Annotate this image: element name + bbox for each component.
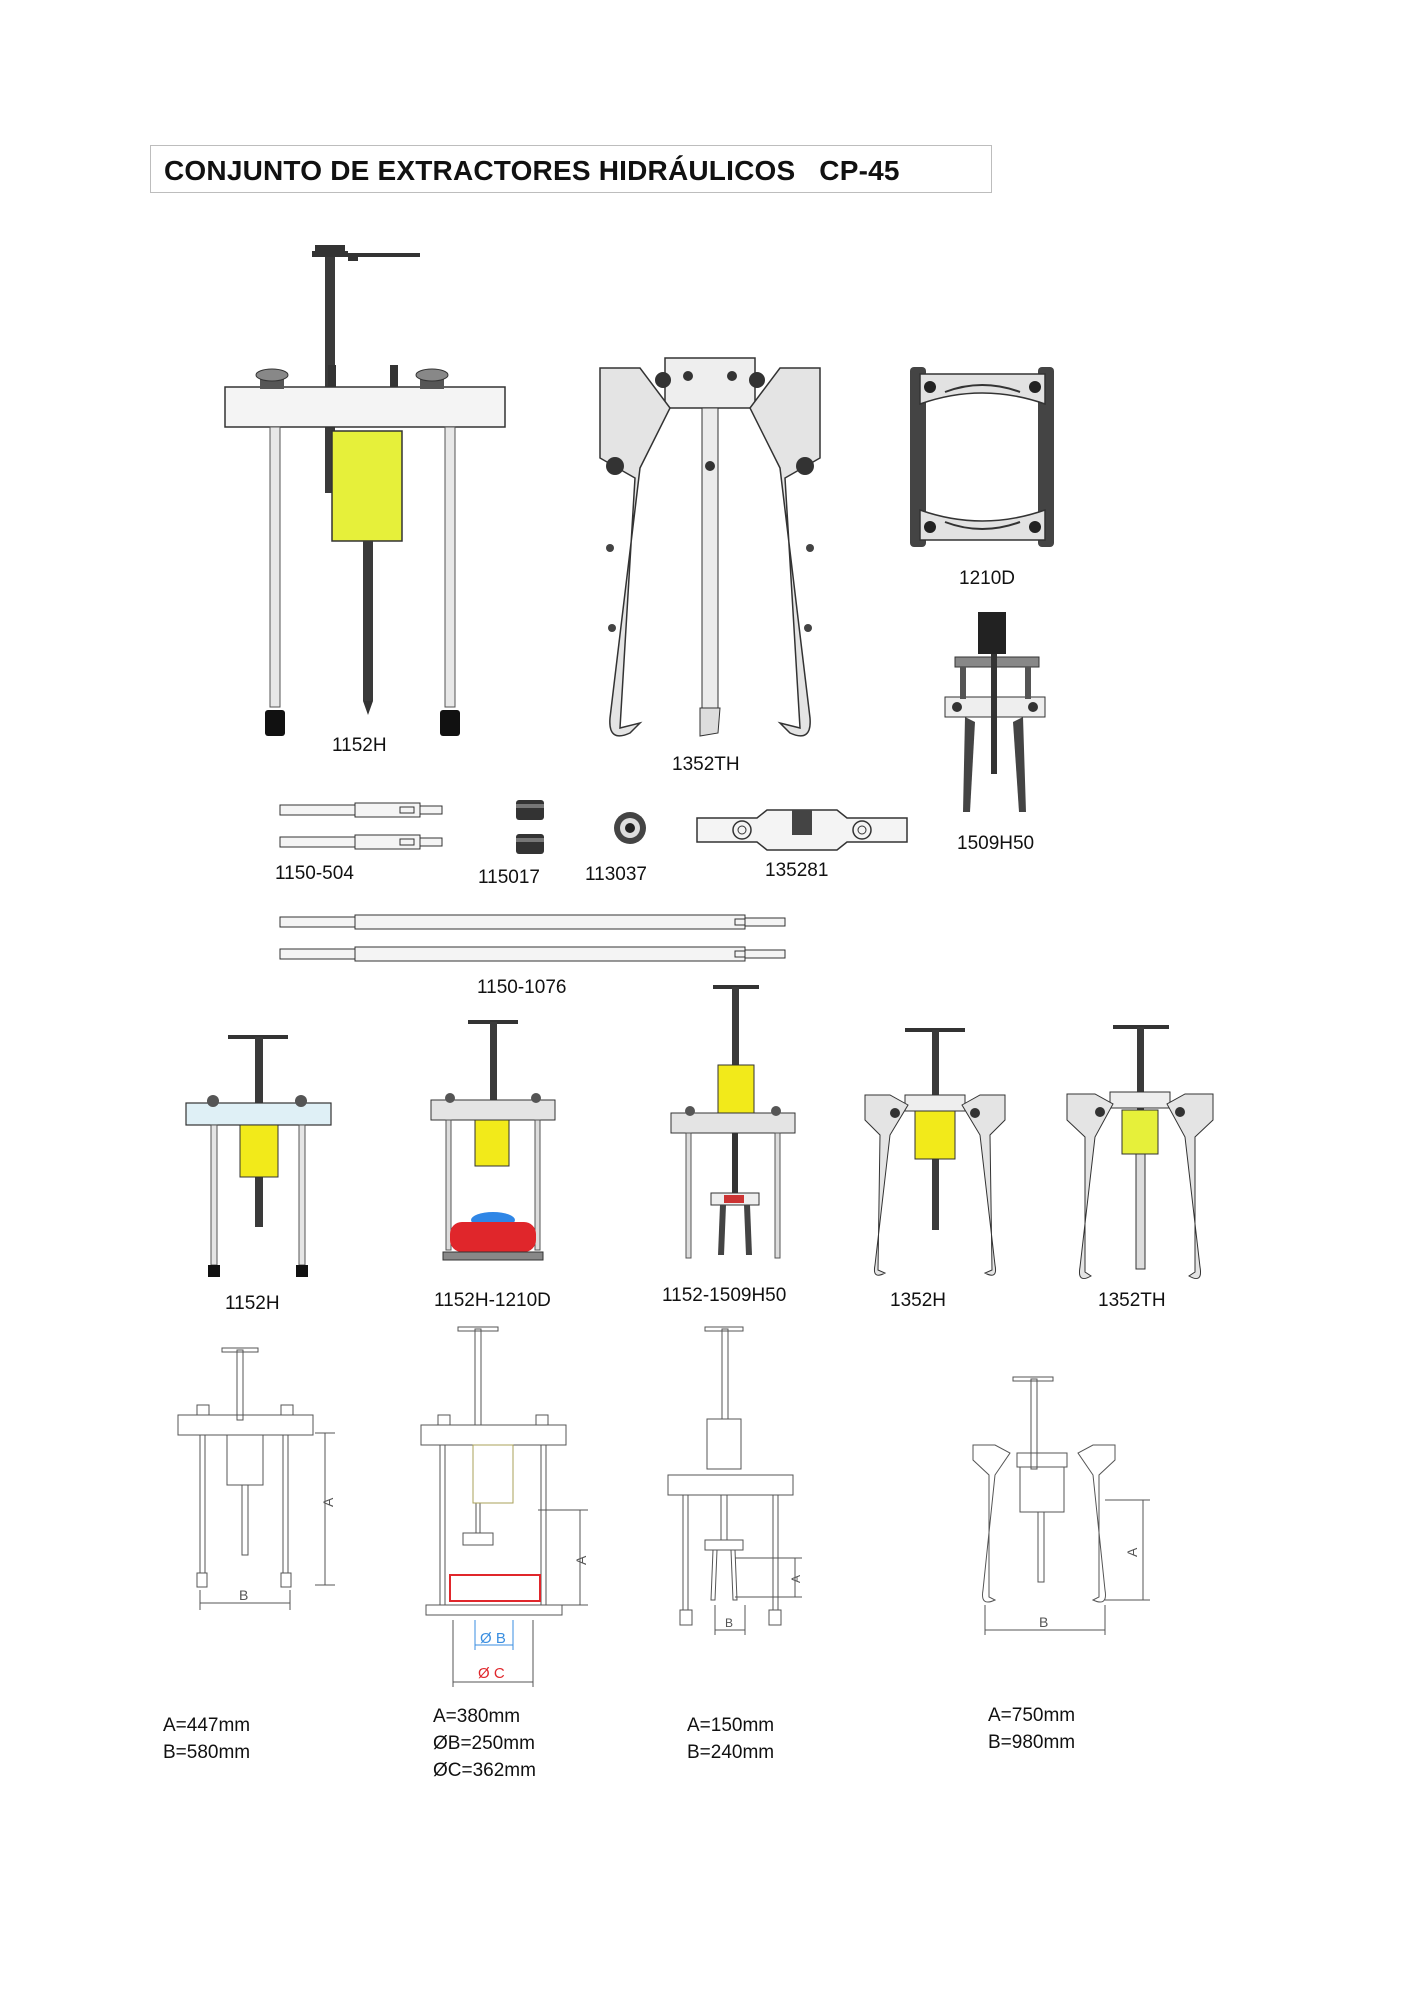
label-1352th: 1352TH	[672, 754, 740, 775]
diagram-2-mark-dia-c: Ø C	[478, 1665, 505, 1682]
config-1352h-drawing	[864, 1028, 1006, 1276]
label-1210d: 1210D	[959, 568, 1015, 589]
dimension-block-3: A=150mm B=240mm	[687, 1712, 774, 1766]
nuts-115017-drawing	[516, 800, 544, 854]
page-title: CONJUNTO DE EXTRACTORES HIDRÁULICOS CP-4…	[164, 155, 900, 186]
diagram-1152h-dimensions: A B	[177, 1347, 336, 1610]
diagram-4-mark-b: B	[1039, 1614, 1048, 1630]
label-1152h: 1152H	[332, 735, 387, 756]
dimension-line: B=980mm	[988, 1732, 1076, 1753]
dimension-line: B=240mm	[687, 1742, 775, 1763]
extension-1150-1076-drawing	[279, 914, 786, 962]
puller-1352th-drawing	[599, 357, 821, 737]
dimension-line: A=150mm	[687, 1715, 775, 1736]
washer-113037-drawing	[614, 812, 646, 844]
label-115017: 115017	[478, 867, 540, 888]
label-1150-504: 1150-504	[275, 863, 354, 884]
extension-1150-504-drawing	[279, 802, 443, 850]
label-135281: 135281	[765, 860, 829, 881]
config-label-1352h: 1352H	[890, 1290, 946, 1311]
puller-1152h-drawing	[224, 245, 506, 736]
diagram-1-mark-a: A	[320, 1497, 336, 1507]
diagram-2-mark-dia-b: Ø B	[480, 1630, 506, 1647]
dimension-line: ØC=362mm	[433, 1760, 536, 1781]
diagram-2-mark-a: A	[573, 1555, 589, 1565]
label-113037: 113037	[585, 864, 647, 885]
config-label-1352th: 1352TH	[1098, 1290, 1166, 1311]
adapter-135281-drawing	[696, 809, 908, 851]
dimension-line: A=447mm	[163, 1715, 251, 1736]
diagram-3-mark-b: B	[725, 1616, 733, 1630]
config-1352th-drawing	[1066, 1025, 1214, 1279]
title-box: CONJUNTO DE EXTRACTORES HIDRÁULICOS CP-4…	[150, 145, 992, 193]
dimension-line: B=580mm	[163, 1742, 251, 1763]
diagram-3-mark-a: A	[789, 1575, 803, 1583]
puller-1509h50-drawing	[944, 612, 1046, 812]
config-1152h-drawing	[185, 1035, 332, 1277]
diagram-1152-1509h50-dimensions: A B	[667, 1326, 803, 1635]
diagram-4-mark-a: A	[1124, 1547, 1140, 1557]
diagram-1-mark-b: B	[239, 1587, 248, 1603]
dimension-block-2: A=380mm ØB=250mm ØC=362mm	[433, 1703, 536, 1784]
diagram-1152h-1210d-dimensions: A Ø B Ø C	[420, 1326, 589, 1687]
label-1509h50: 1509H50	[957, 833, 1035, 854]
dimension-line: A=380mm	[433, 1706, 521, 1727]
dimension-line: A=750mm	[988, 1705, 1076, 1726]
dimension-block-1: A=447mm B=580mm	[163, 1712, 250, 1766]
label-1150-1076: 1150-1076	[477, 977, 567, 998]
dimension-line: ØB=250mm	[433, 1733, 535, 1754]
config-label-1152h-1210d: 1152H-1210D	[434, 1290, 551, 1311]
config-label-1152-1509h50: 1152-1509H50	[662, 1285, 787, 1306]
separator-1210d-drawing	[910, 367, 1054, 547]
config-1152h-1210d-drawing	[430, 1020, 556, 1261]
diagram-1352-dimensions: A B	[972, 1376, 1150, 1635]
dimension-block-4: A=750mm B=980mm	[988, 1702, 1075, 1756]
config-1152-1509h50-drawing	[670, 985, 796, 1259]
config-label-1152h: 1152H	[225, 1293, 280, 1314]
